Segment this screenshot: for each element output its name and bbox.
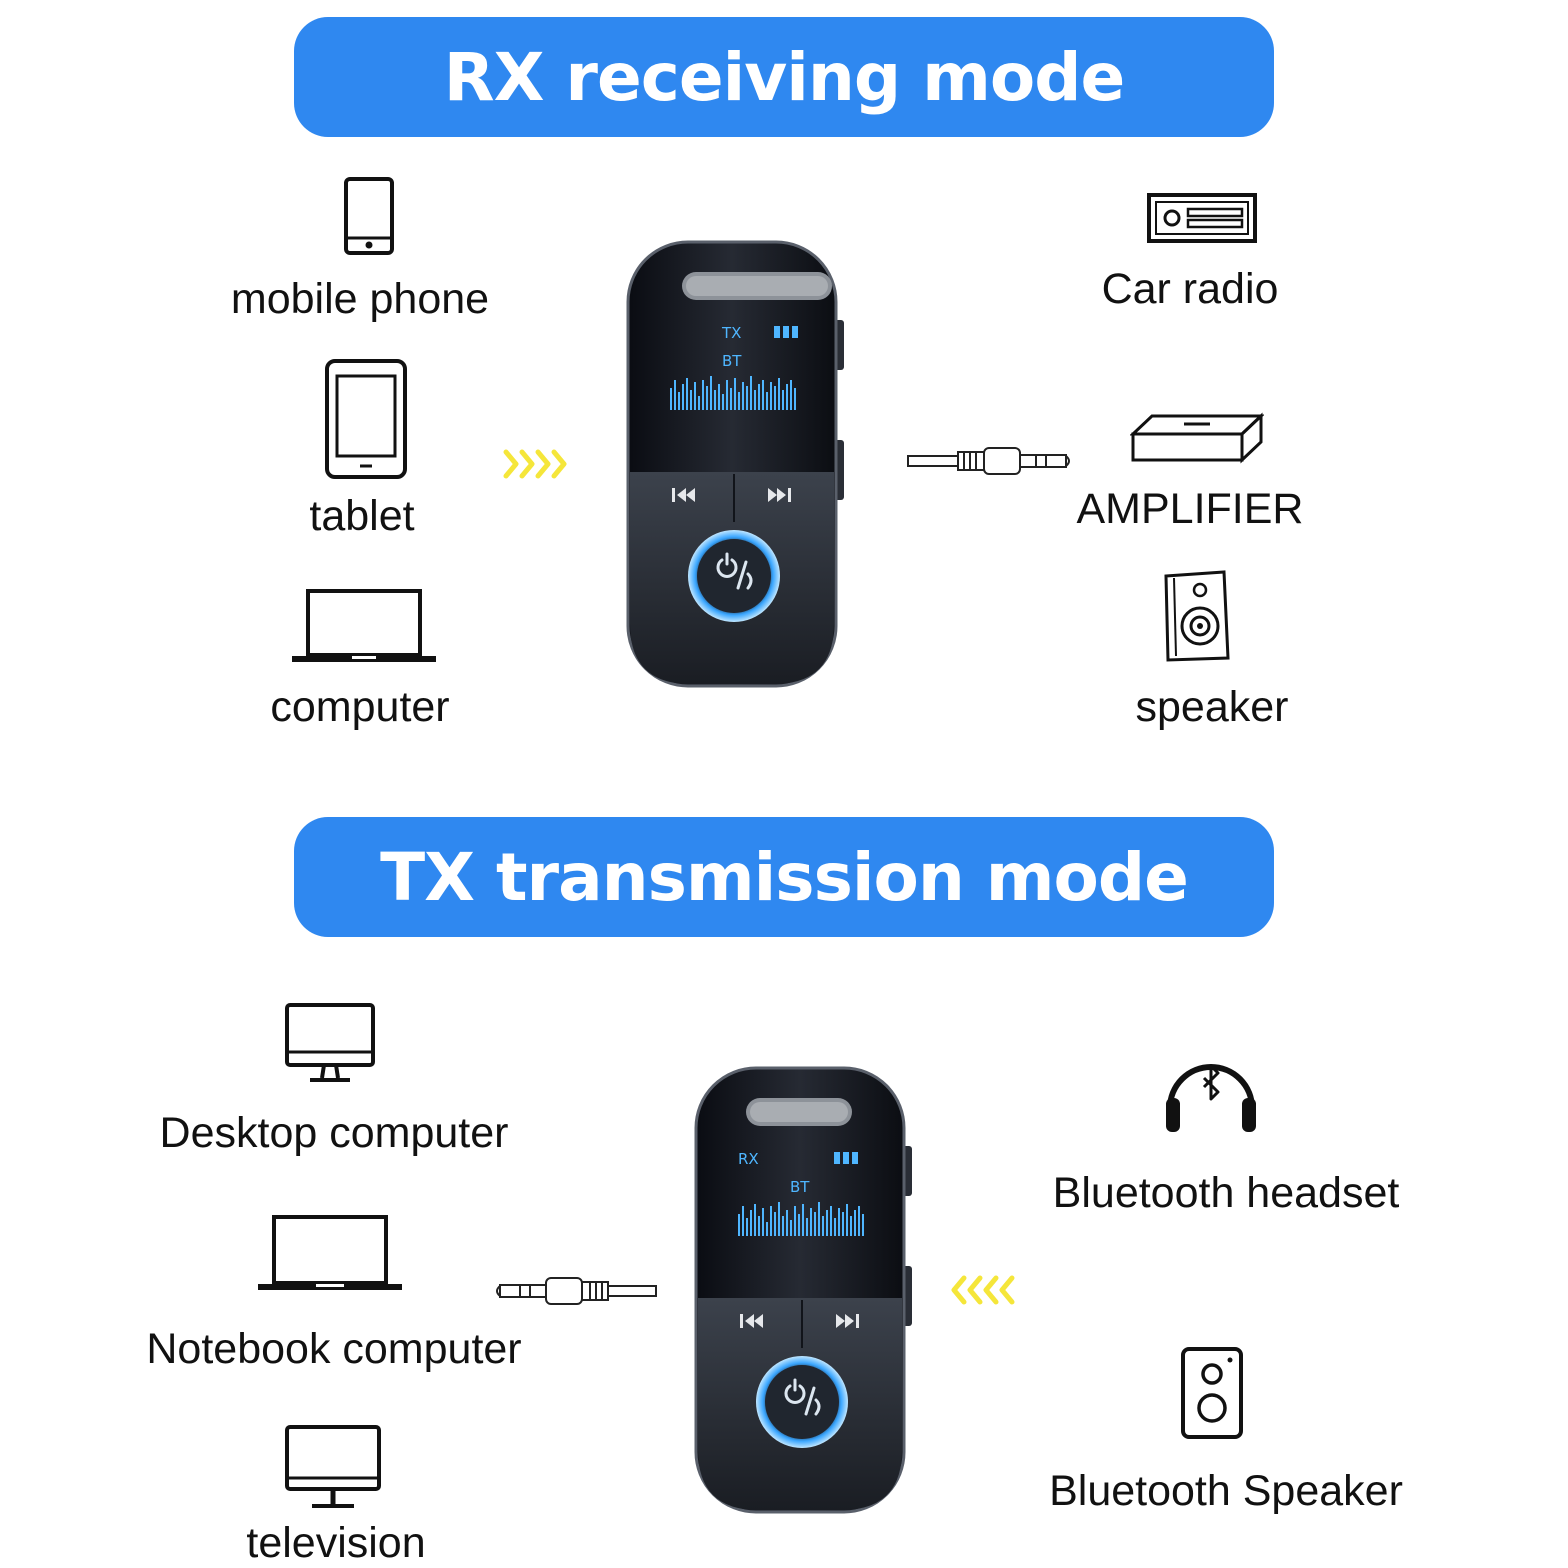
arrow-right-icon <box>502 446 580 482</box>
audio-cable-icon <box>492 1274 660 1308</box>
tablet-icon <box>324 358 408 480</box>
amplifier-icon <box>1130 412 1264 464</box>
mobile-phone-label: mobile phone <box>230 275 490 323</box>
bluetooth-adapter-device-tx: RX BT <box>690 1066 916 1521</box>
car-radio-label: Car radio <box>1101 265 1279 313</box>
bluetooth-headset-label: Bluetooth headset <box>1052 1169 1400 1217</box>
bluetooth-speaker-label: Bluetooth Speaker <box>1049 1467 1403 1515</box>
desktop-computer-icon <box>284 1002 376 1084</box>
audio-cable-icon <box>906 444 1074 478</box>
notebook-computer-icon <box>256 1214 404 1292</box>
tx-mode-title: TX transmission mode <box>380 838 1189 916</box>
rx-mode-title: RX receiving mode <box>443 38 1125 116</box>
notebook-computer-label: Notebook computer <box>146 1325 522 1373</box>
bluetooth-speaker-icon <box>1180 1346 1244 1440</box>
device-screen-mode: TX <box>721 324 741 342</box>
speaker-label: speaker <box>1135 683 1289 731</box>
tablet-label: tablet <box>309 492 415 540</box>
device-screen-mode: RX <box>738 1150 759 1168</box>
car-radio-icon <box>1146 192 1258 244</box>
speaker-icon <box>1162 570 1234 662</box>
arrow-left-icon <box>948 1272 1026 1308</box>
television-label: television <box>246 1519 426 1567</box>
rx-mode-banner: RX receiving mode <box>294 17 1274 137</box>
device-screen-sub: BT <box>722 352 742 370</box>
device-screen-sub: BT <box>790 1178 810 1196</box>
laptop-icon <box>290 588 438 664</box>
amplifier-label: AMPLIFIER <box>1076 485 1304 533</box>
tx-mode-banner: TX transmission mode <box>294 817 1274 937</box>
computer-label: computer <box>270 683 450 731</box>
desktop-computer-label: Desktop computer <box>159 1109 509 1157</box>
television-icon <box>284 1424 382 1510</box>
bluetooth-adapter-device-rx: TX BT <box>622 240 848 695</box>
mobile-phone-icon <box>343 176 395 256</box>
bluetooth-headset-icon <box>1160 1052 1262 1136</box>
